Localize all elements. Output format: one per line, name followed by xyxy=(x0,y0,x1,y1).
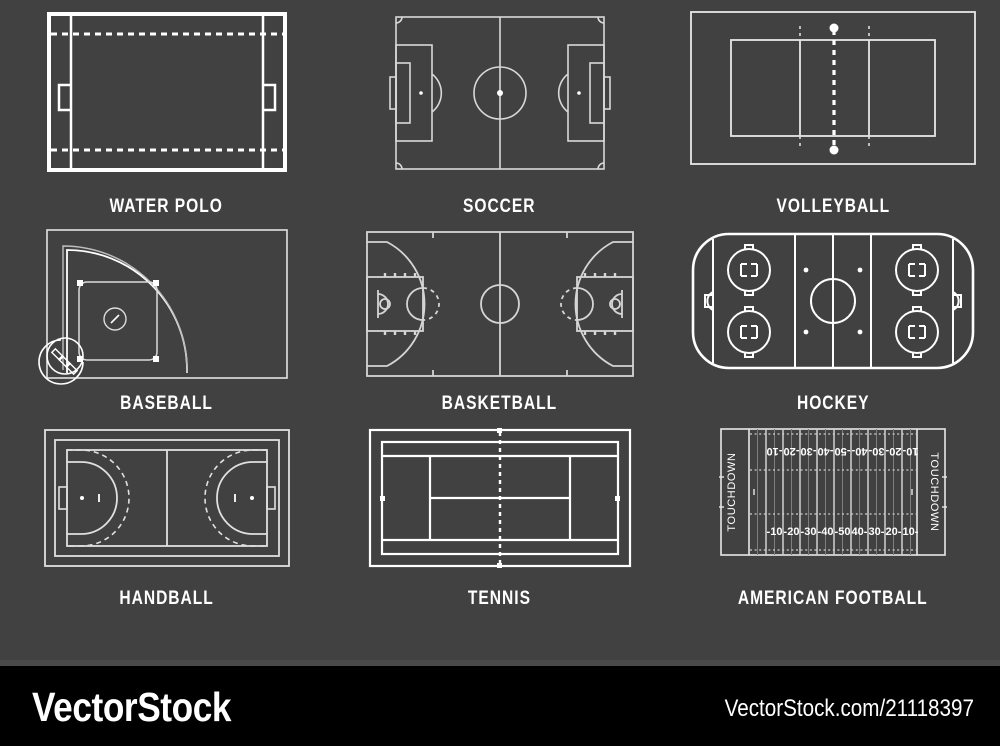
soccer-figure xyxy=(369,0,631,190)
sport-label-basketball: BASKETBALL xyxy=(441,393,558,414)
svg-text:30-: 30- xyxy=(869,526,885,538)
svg-text:10-: 10- xyxy=(903,526,919,538)
sport-card-water-polo: WATER POLO xyxy=(0,0,333,218)
sport-label-handball: HANDBALL xyxy=(119,588,214,609)
svg-text:30-: 30- xyxy=(868,445,884,457)
endzone-text-right: TOUCHDOWN xyxy=(928,452,940,531)
sport-card-baseball: BASEBALL xyxy=(0,222,333,415)
basketball-figure xyxy=(361,222,639,387)
svg-text:10-: 10- xyxy=(902,445,918,457)
vectorstock-logo: VectorStock xyxy=(32,684,232,730)
sport-card-hockey: HOCKEY xyxy=(666,222,1000,415)
baseball-figure xyxy=(37,222,297,387)
sport-label-baseball: BASEBALL xyxy=(120,393,213,414)
svg-text:40-: 40- xyxy=(852,526,868,538)
sport-label-water-polo: WATER POLO xyxy=(109,196,224,217)
water-polo-figure xyxy=(37,0,297,190)
tennis-figure xyxy=(364,422,636,582)
svg-text:-40: -40 xyxy=(818,526,834,538)
svg-text:-10: -10 xyxy=(767,526,783,538)
svg-text:20-: 20- xyxy=(885,445,901,457)
american-football-figure: TOUCHDOWN TOUCHDOWN -10 -20 -30 -40 -50 … xyxy=(698,422,968,582)
vectorstock-url: VectorStock.com/21118397 xyxy=(724,695,974,722)
hockey-figure xyxy=(683,222,983,387)
svg-text:-10: -10 xyxy=(767,445,783,457)
sport-label-soccer: SOCCER xyxy=(463,196,536,217)
sport-card-soccer: SOCCER xyxy=(333,0,666,218)
sport-card-handball: HANDBALL xyxy=(0,422,333,610)
sport-card-basketball: BASKETBALL xyxy=(333,222,666,415)
svg-text:40-: 40- xyxy=(851,445,867,457)
svg-text:-30: -30 xyxy=(801,526,817,538)
sport-card-tennis: TENNIS xyxy=(333,422,666,610)
svg-text:-20: -20 xyxy=(784,445,800,457)
footer-divider xyxy=(0,660,1000,666)
volleyball-figure xyxy=(683,0,983,190)
sport-label-hockey: HOCKEY xyxy=(796,393,870,414)
sport-label-american-football: AMERICAN FOOTBALL xyxy=(738,588,928,609)
svg-text:-20: -20 xyxy=(784,526,800,538)
svg-text:20-: 20- xyxy=(886,526,902,538)
svg-text:-50: -50 xyxy=(835,526,851,538)
svg-text:-50: -50 xyxy=(835,445,851,457)
footer-bar: VectorStock VectorStock.com/21118397 xyxy=(0,666,1000,746)
sports-field-grid: WATER POLO xyxy=(0,0,1000,610)
sport-label-tennis: TENNIS xyxy=(467,588,532,609)
handball-figure xyxy=(37,422,297,582)
endzone-text-left: TOUCHDOWN xyxy=(726,452,738,531)
svg-text:-40: -40 xyxy=(818,445,834,457)
sport-label-volleyball: VOLLEYBALL xyxy=(776,196,890,217)
sport-card-american-football: TOUCHDOWN TOUCHDOWN -10 -20 -30 -40 -50 … xyxy=(666,422,1000,610)
svg-text:-30: -30 xyxy=(801,445,817,457)
sport-card-volleyball: VOLLEYBALL xyxy=(666,0,1000,218)
